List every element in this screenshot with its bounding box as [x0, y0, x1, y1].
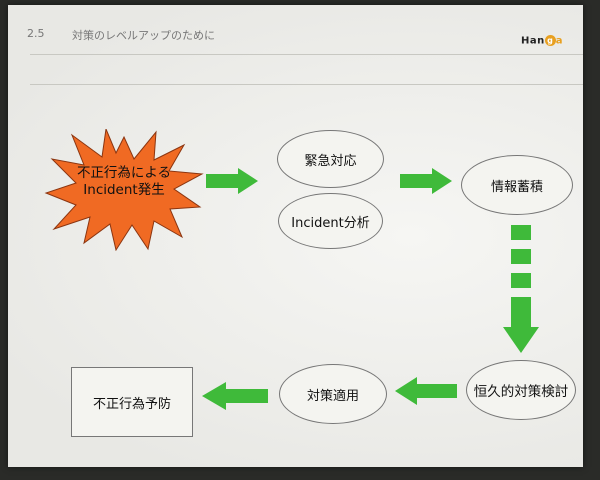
- incident-analysis-label: Incident分析: [291, 215, 370, 231]
- permanent-countermeasure-node: 恒久的対策検討: [466, 360, 576, 420]
- emergency-response-label: 緊急対応: [304, 153, 357, 169]
- incident-burst: 不正行為による Incident発生: [44, 127, 204, 252]
- burst-shape-icon: [44, 127, 204, 252]
- fraud-prevention-box: 不正行為予防: [71, 367, 193, 437]
- countermeasure-application-label: 対策適用: [306, 388, 359, 404]
- slide-title: 対策のレベルアップのために: [72, 29, 215, 42]
- information-storage-label: 情報蓄積: [490, 179, 543, 195]
- permanent-countermeasure-label: 恒久的対策検討: [473, 384, 569, 400]
- header-divider-lower: [30, 84, 583, 85]
- arrow-left-icon: [202, 382, 268, 410]
- burst-label-line2: Incident発生: [83, 182, 165, 198]
- arrow-right-icon: [400, 168, 452, 194]
- arrow-left-icon: [395, 377, 457, 405]
- emergency-response-node: 緊急対応: [277, 130, 384, 188]
- incident-analysis-node: Incident分析: [278, 193, 383, 249]
- section-number: 2.5: [27, 27, 45, 40]
- header-divider: [30, 54, 583, 55]
- arrow-down-dashed-icon: [503, 225, 539, 353]
- arrow-right-icon: [206, 168, 258, 194]
- countermeasure-application-node: 対策適用: [279, 364, 387, 424]
- information-storage-node: 情報蓄積: [461, 155, 573, 215]
- fraud-prevention-label: 不正行為予防: [92, 396, 171, 412]
- burst-label-line1: 不正行為による: [76, 165, 172, 181]
